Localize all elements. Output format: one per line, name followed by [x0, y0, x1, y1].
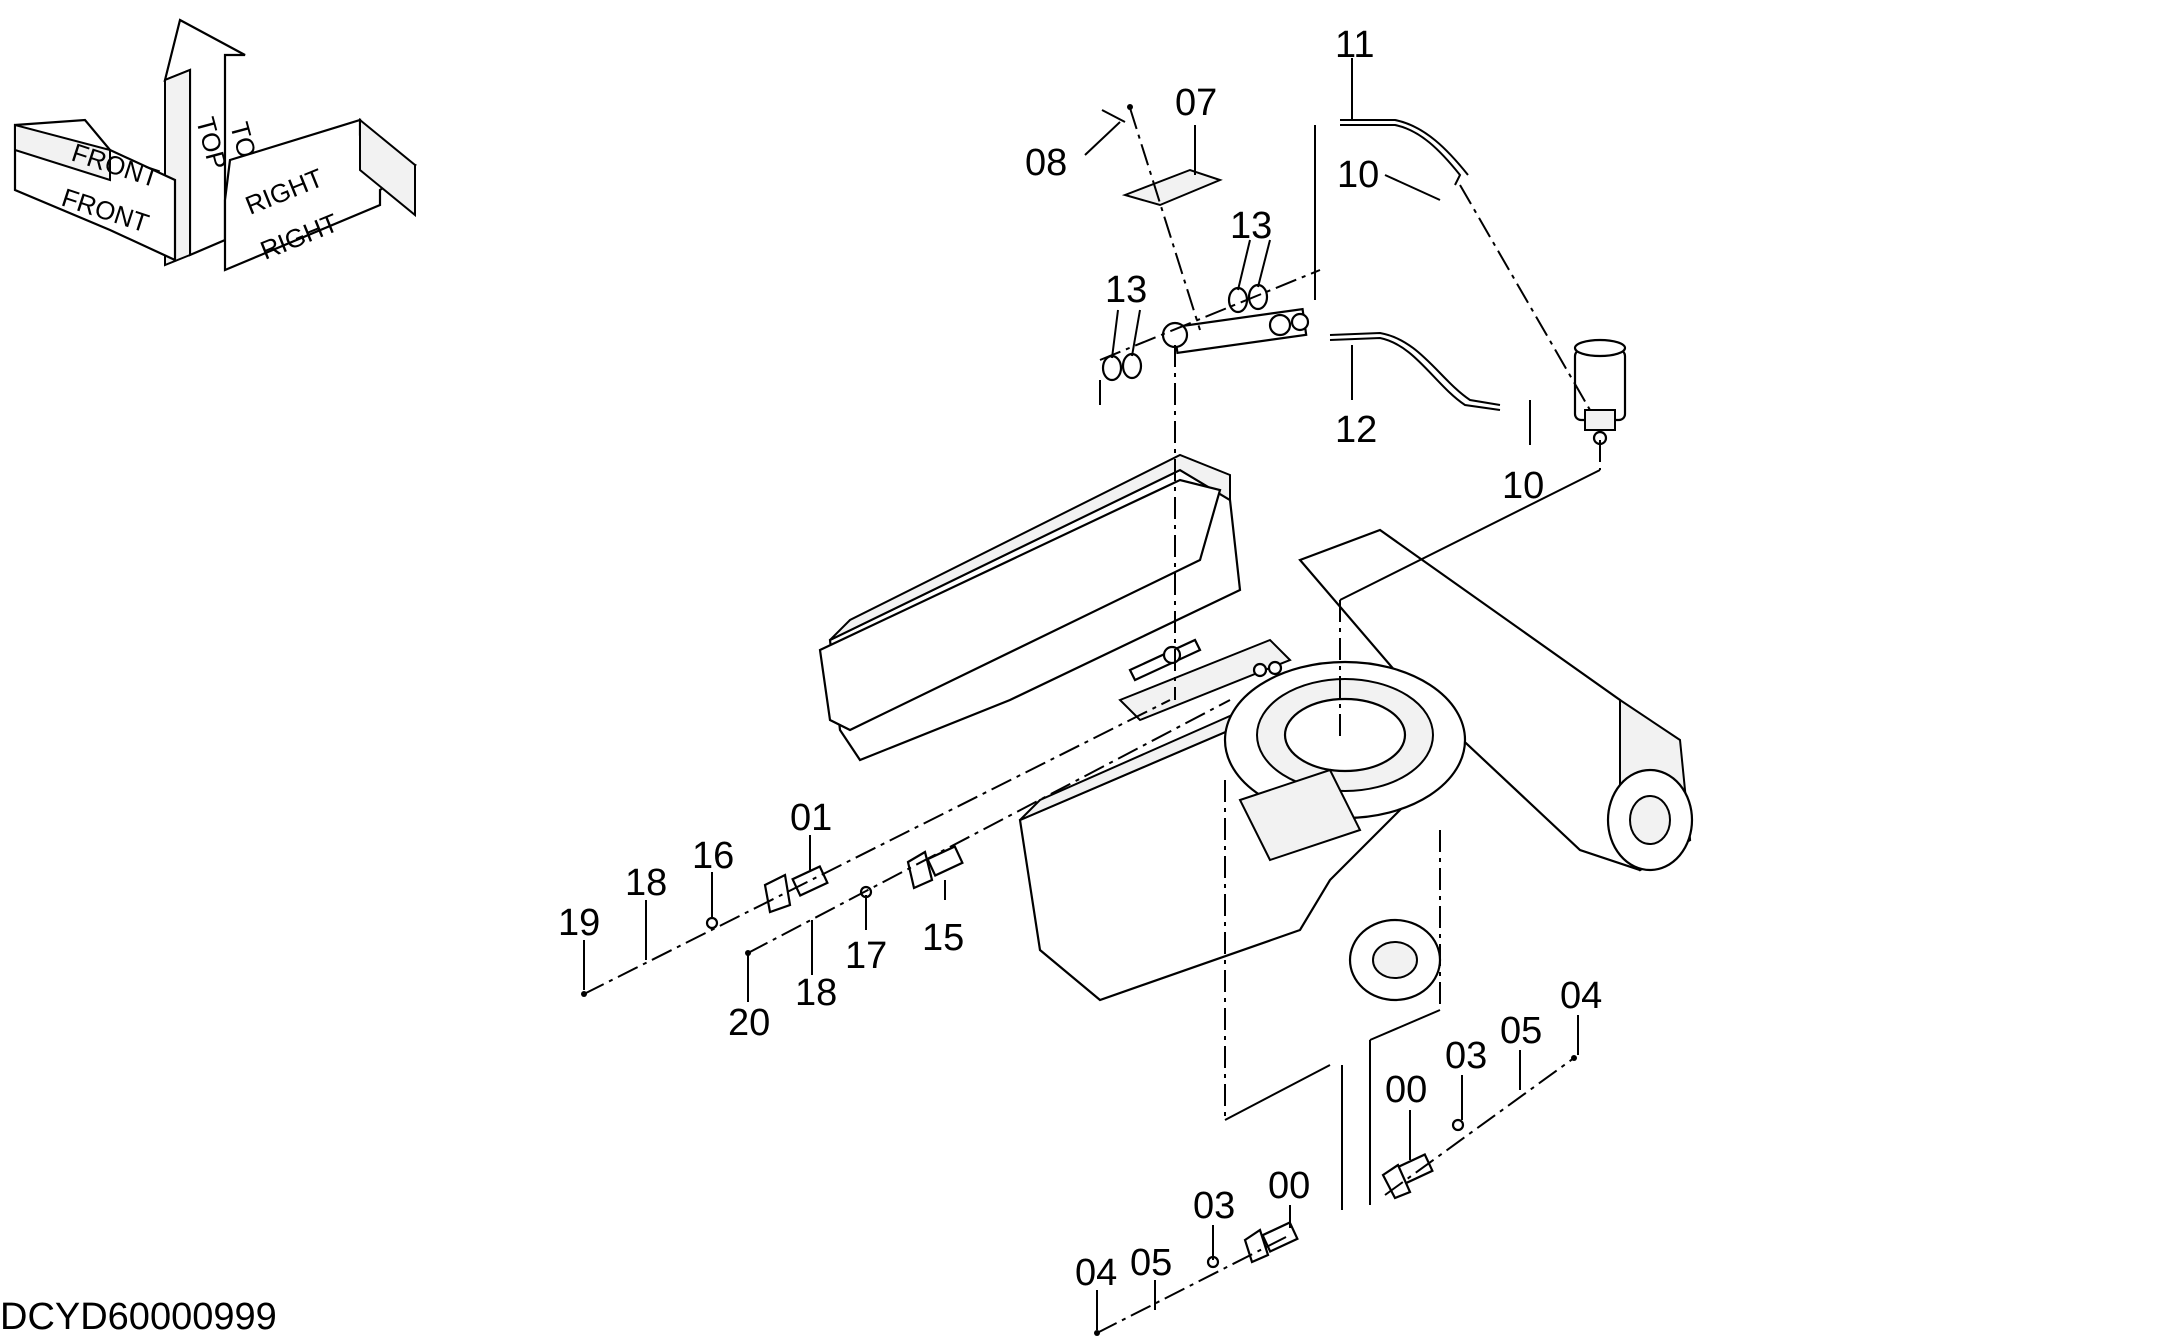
document-code: DCYD60000999 — [0, 1296, 277, 1338]
callout-13-left: 13 — [1105, 269, 1147, 311]
cylinder-assembly — [1101, 168, 1310, 382]
callout-03-bottom: 03 — [1193, 1185, 1235, 1227]
callout-15: 15 — [922, 917, 964, 959]
callout-01: 01 — [790, 797, 832, 839]
callout-11: 11 — [1335, 24, 1374, 66]
callout-00-right: 00 — [1385, 1069, 1427, 1111]
callout-17: 17 — [845, 935, 887, 977]
callout-16: 16 — [692, 835, 734, 877]
right-arrow-icon: RIGHT RIGHT — [223, 117, 418, 272]
callout-00-bottom: 00 — [1268, 1165, 1310, 1207]
callout-19: 19 — [558, 902, 600, 944]
callout-05-right: 05 — [1500, 1010, 1542, 1052]
callout-10-top: 10 — [1337, 154, 1379, 196]
leader-lines — [583, 58, 1579, 1330]
callout-10-bottom: 10 — [1502, 465, 1544, 507]
callout-04-right: 04 — [1560, 975, 1602, 1017]
undercarriage-frame — [818, 453, 1694, 1002]
callout-12: 12 — [1335, 409, 1377, 451]
callout-20: 20 — [728, 1002, 770, 1044]
callout-18-upper: 18 — [625, 862, 667, 904]
callout-05-bottom: 05 — [1130, 1242, 1172, 1284]
callout-03-right: 03 — [1445, 1035, 1487, 1077]
assembly-lines — [583, 107, 1601, 1334]
callout-04-bottom: 04 — [1075, 1252, 1117, 1294]
callout-07: 07 — [1175, 82, 1217, 124]
callout-13-right: 13 — [1230, 205, 1272, 247]
valve-hose-assembly — [1329, 119, 1627, 446]
callout-08: 08 — [1025, 142, 1067, 184]
callout-labels: 07 08 11 10 13 13 12 10 01 16 18 19 15 1… — [558, 24, 1602, 1294]
front-arrow-icon: FRONT FRONT — [13, 118, 177, 262]
callout-18-lower: 18 — [795, 972, 837, 1014]
orientation-indicator: TOP TOP FRONT FRONT RIGHT RIGHT — [13, 18, 418, 272]
